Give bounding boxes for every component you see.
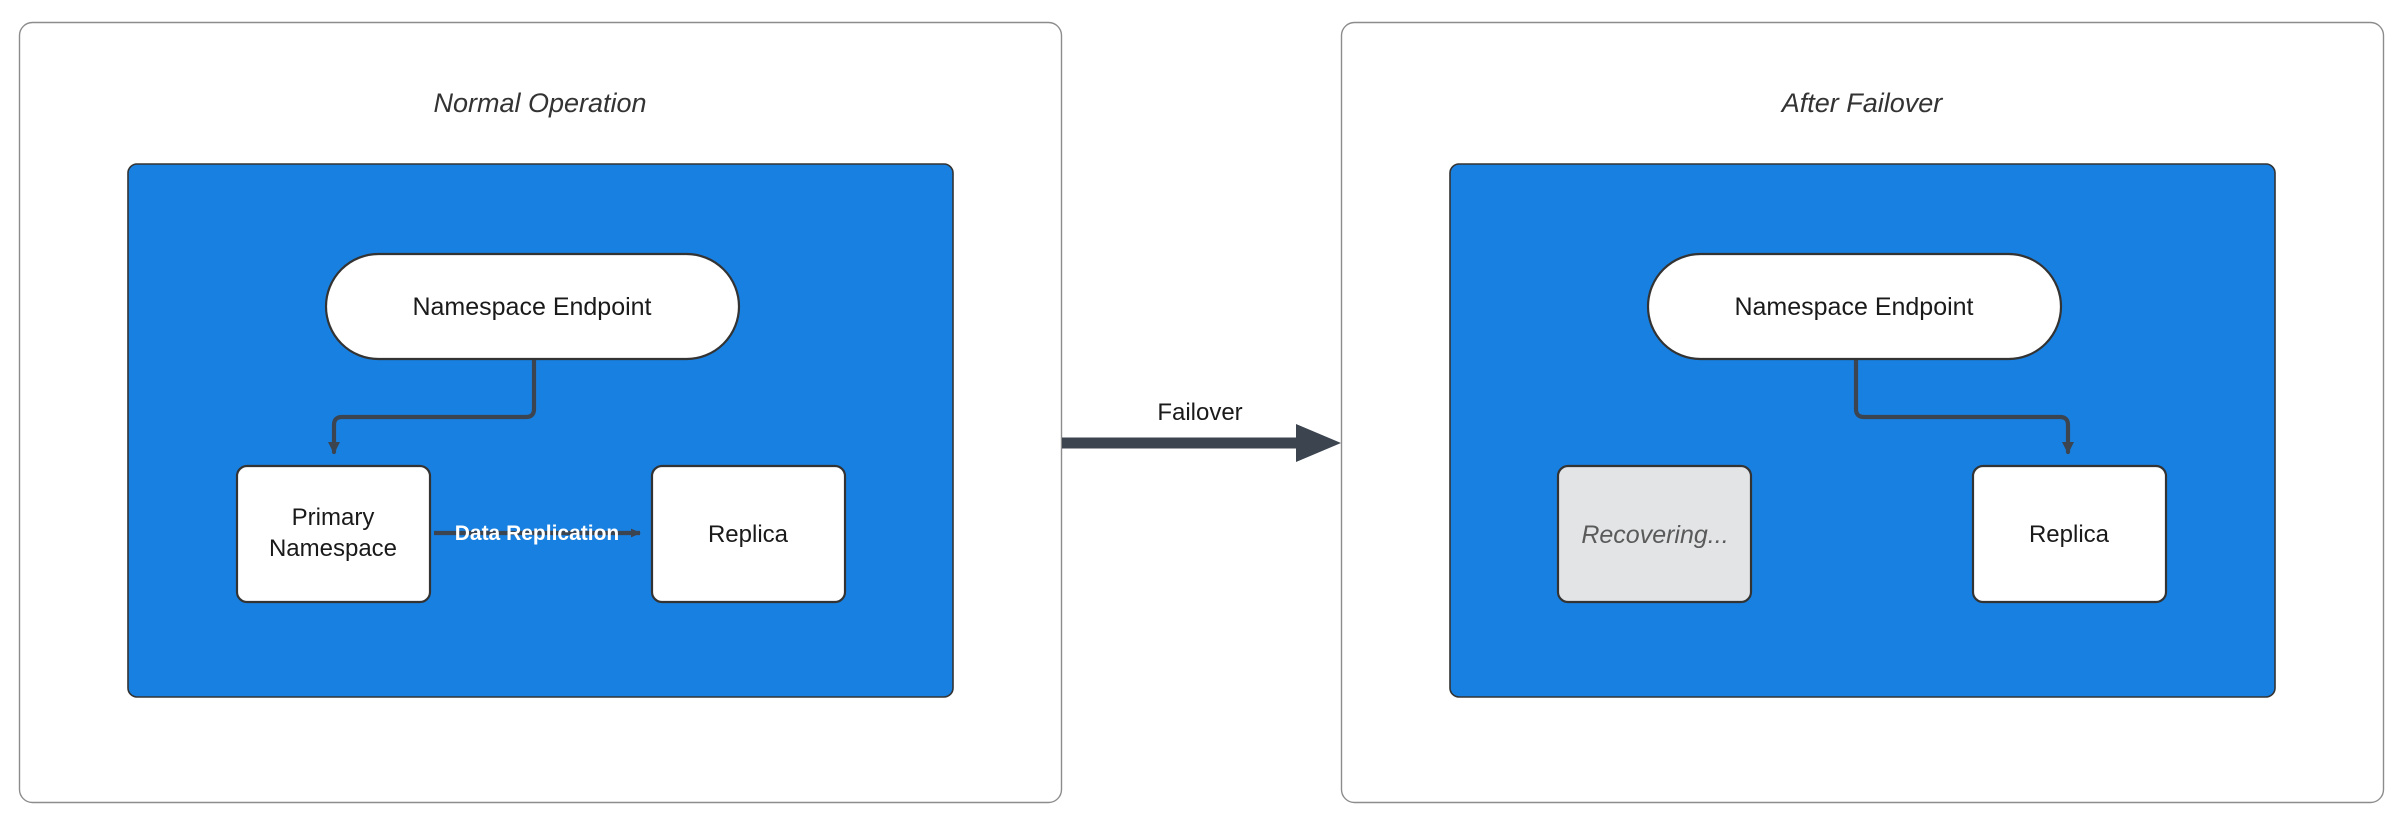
node-namespace-endpoint-left-label: Namespace Endpoint: [412, 293, 651, 321]
node-namespace-endpoint-right-shape: [1646, 252, 2063, 361]
left-panel: Normal Operation Data Replication Namesp…: [18, 21, 1063, 804]
node-replica-left-shape: [650, 464, 847, 604]
node-recovering-shape: [1556, 464, 1753, 604]
node-primary-namespace-shape: [235, 464, 432, 604]
node-primary-namespace[interactable]: Primary Namespace: [235, 464, 432, 604]
node-namespace-endpoint-right-label: Namespace Endpoint: [1734, 293, 1973, 321]
node-replica-right-label: Replica: [2029, 521, 2110, 548]
node-namespace-endpoint-left-shape: [324, 252, 741, 361]
node-replica-right-shape: [1971, 464, 2168, 604]
node-primary-namespace-label-line2: Namespace: [269, 535, 397, 562]
node-recovering-label: Recovering...: [1581, 521, 1728, 549]
node-namespace-endpoint-left[interactable]: Namespace Endpoint: [324, 252, 741, 361]
node-replica-left[interactable]: Replica: [650, 464, 847, 604]
left-region-box: [127, 163, 954, 698]
right-panel: After Failover Namespace Endpoint Recove…: [1340, 21, 2385, 804]
edge-endpoint-to-primary: [328, 357, 537, 455]
edge-label-data-replication: Data Replication: [455, 522, 620, 545]
edge-endpoint-to-replica: [1853, 357, 2074, 455]
node-recovering[interactable]: Recovering...: [1556, 464, 1753, 604]
node-replica-right[interactable]: Replica: [1971, 464, 2168, 604]
left-panel-title: Normal Operation: [433, 88, 646, 118]
node-primary-namespace-label-line1: Primary: [292, 504, 375, 531]
right-panel-title: After Failover: [1780, 88, 1944, 118]
failover-label: Failover: [1157, 399, 1242, 426]
node-namespace-endpoint-right[interactable]: Namespace Endpoint: [1646, 252, 2063, 361]
failover-arrowhead: [1296, 424, 1341, 462]
right-region-box: [1449, 163, 2276, 698]
node-replica-left-label: Replica: [708, 521, 789, 548]
failover-transition: Failover: [1062, 399, 1341, 462]
